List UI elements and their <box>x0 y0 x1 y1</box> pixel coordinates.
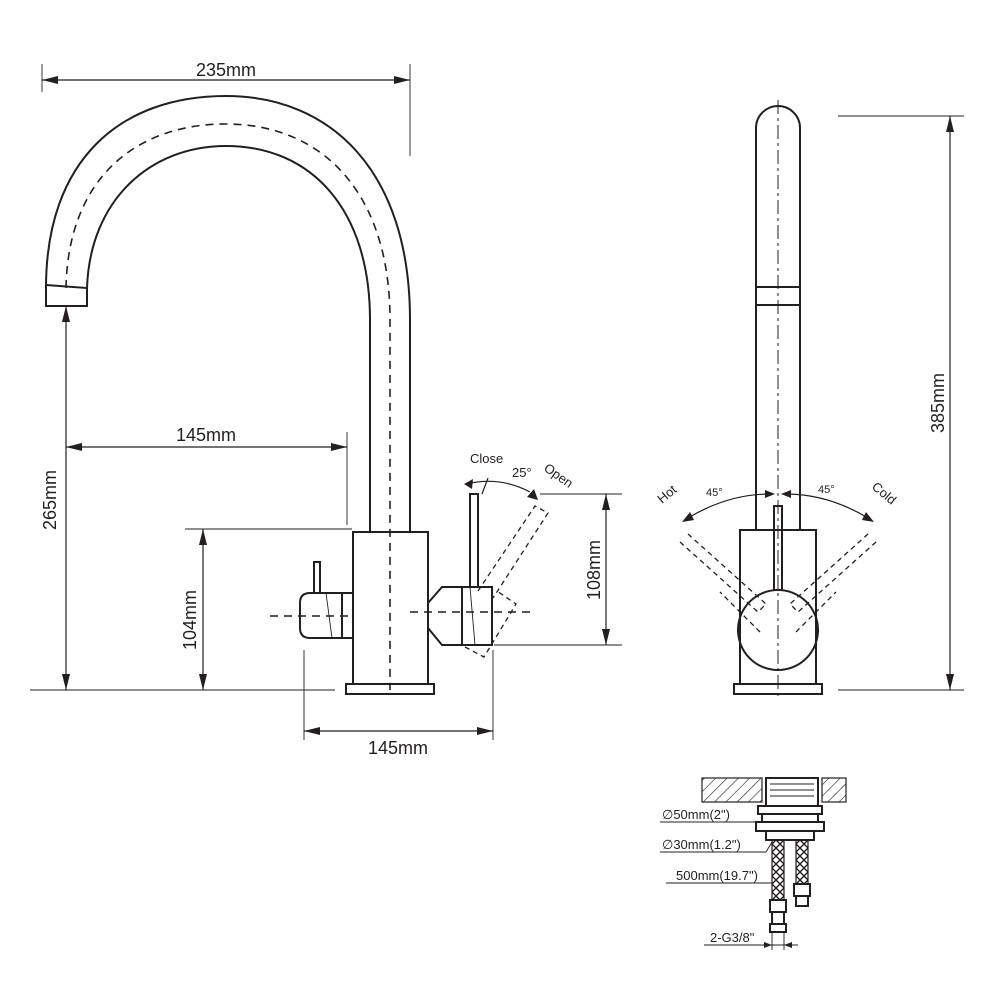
lever-open-ghost <box>477 505 549 599</box>
hose-right <box>795 839 809 885</box>
spout-centerline <box>65 123 391 690</box>
label-hose-length: 500mm(19.7") <box>676 868 758 883</box>
spout-inner <box>86 144 371 532</box>
label-open-angle: 25° <box>512 465 532 480</box>
spout-outer <box>45 94 411 532</box>
label-hot-angle: 45° <box>706 487 723 499</box>
hot-lever-ghost <box>679 533 767 613</box>
label-shank-diameter: ∅50mm(2") <box>662 807 730 822</box>
dim-spout-height: 265mm <box>40 470 60 530</box>
label-hot: Hot <box>654 482 679 507</box>
dim-total-height: 385mm <box>928 373 948 433</box>
label-cold: Cold <box>869 479 899 508</box>
countertop <box>821 777 847 803</box>
dim-spout-reach: 235mm <box>196 60 256 80</box>
side-view: 385mm Hot 45° Cold 45° <box>654 100 964 700</box>
spout-tip <box>45 283 88 307</box>
dim-base-width: 145mm <box>368 738 428 758</box>
label-thread-diameter: ∅30mm(1.2") <box>662 837 741 852</box>
label-open: Open <box>541 460 576 491</box>
label-close: Close <box>470 451 503 466</box>
cold-lever-ghost <box>789 533 877 613</box>
lever-handle <box>469 493 479 588</box>
dim-body-to-spout: 145mm <box>176 425 236 445</box>
front-view: 235mm 265mm 145mm 104mm 145mm 108mm Clos… <box>30 60 622 758</box>
installation-detail: ∅50mm(2") ∅30mm(1.2") 500mm(19.7") 2-G3/… <box>660 777 847 950</box>
label-cold-angle: 45° <box>818 484 835 496</box>
hose-left <box>771 839 785 901</box>
countertop <box>701 777 763 803</box>
lever-housing <box>427 586 493 646</box>
dim-lever-height: 108mm <box>584 540 604 600</box>
left-handle-stem <box>313 561 321 594</box>
mounting-shank <box>765 777 819 807</box>
faucet-base <box>345 683 435 695</box>
label-connector: 2-G3/8" <box>710 930 755 945</box>
dim-side-handle-height: 104mm <box>180 590 200 650</box>
